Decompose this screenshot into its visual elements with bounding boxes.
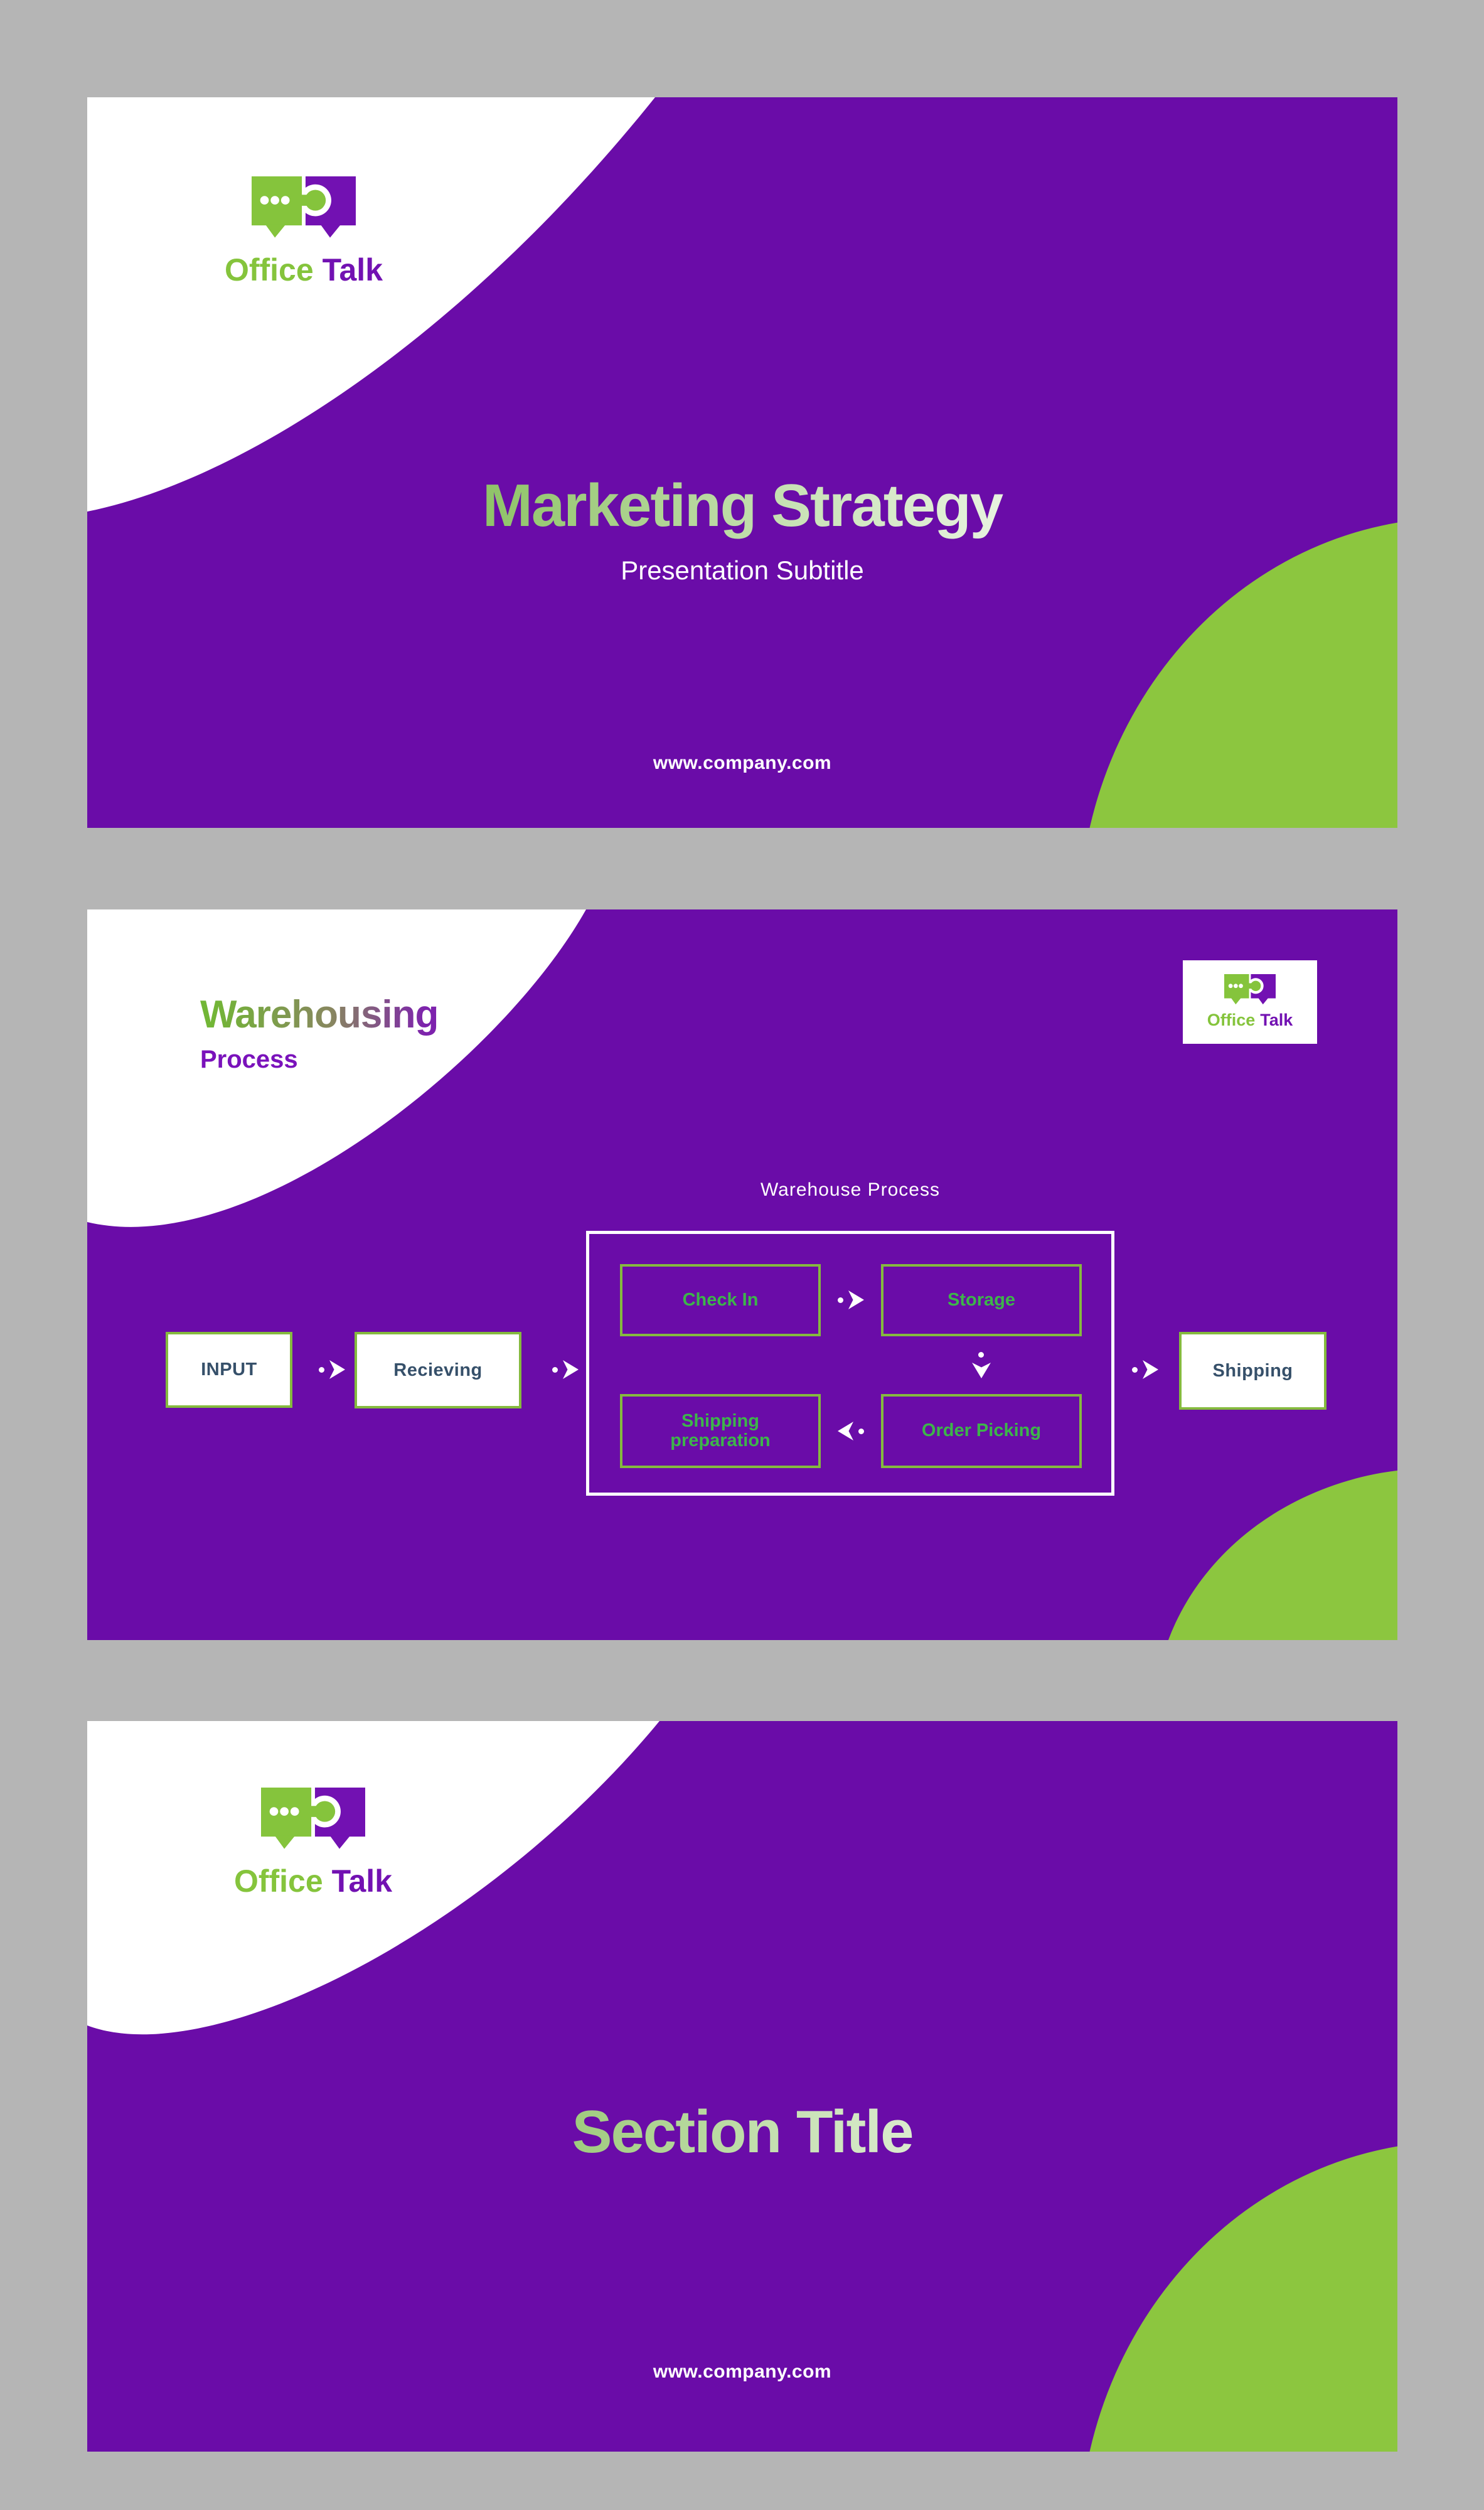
flow-box-order-picking: Order Picking [881, 1394, 1082, 1468]
logo-text-office: Office [224, 252, 314, 287]
logo-text-talk: Talk [331, 1863, 393, 1899]
website-url: www.company.com [653, 753, 832, 773]
logo-text-talk: Talk [322, 252, 383, 287]
website-url: www.company.com [653, 2361, 832, 2382]
diagram-title: Warehouse Process [760, 1179, 940, 1200]
section-title: Section Title [87, 2098, 1397, 2167]
presentation-subtitle: Presentation Subtitle [621, 555, 864, 585]
arrow-right-icon [838, 1290, 864, 1309]
flow-box-shipping-preparation: Shipping preparation [620, 1394, 821, 1468]
white-corner-blob [87, 97, 655, 512]
flow-box-receiving: Recieving [355, 1332, 521, 1408]
presentation-title: Marketing Strategy [87, 471, 1397, 540]
arrow-left-icon [838, 1422, 864, 1440]
flow-box-storage: Storage [881, 1264, 1082, 1336]
arrow-right-icon [552, 1360, 579, 1379]
heading-line1: Warehousing [200, 993, 439, 1036]
logo-text-office: Office [233, 1863, 323, 1899]
arrow-right-icon [1132, 1360, 1158, 1379]
logo-text-talk: Talk [1260, 1011, 1293, 1030]
logo-text-office: Office [1207, 1011, 1256, 1030]
heading-line2: Process [200, 1046, 298, 1073]
chat-puzzle-logo-icon [252, 176, 356, 238]
section-heading: Warehousing Process [200, 992, 439, 1074]
process-outer-box [586, 1231, 1114, 1496]
white-corner-blob [87, 909, 586, 1227]
chat-puzzle-logo-icon [1224, 973, 1276, 1005]
flow-box-input: INPUT [166, 1332, 292, 1408]
arrow-down-icon [972, 1352, 991, 1378]
flow-box-shipping: Shipping [1179, 1332, 1327, 1410]
arrow-right-icon [319, 1360, 345, 1379]
flow-box-check-in: Check In [620, 1264, 821, 1336]
white-corner-blob [87, 1721, 659, 2035]
chat-puzzle-logo-icon [261, 1788, 365, 1849]
